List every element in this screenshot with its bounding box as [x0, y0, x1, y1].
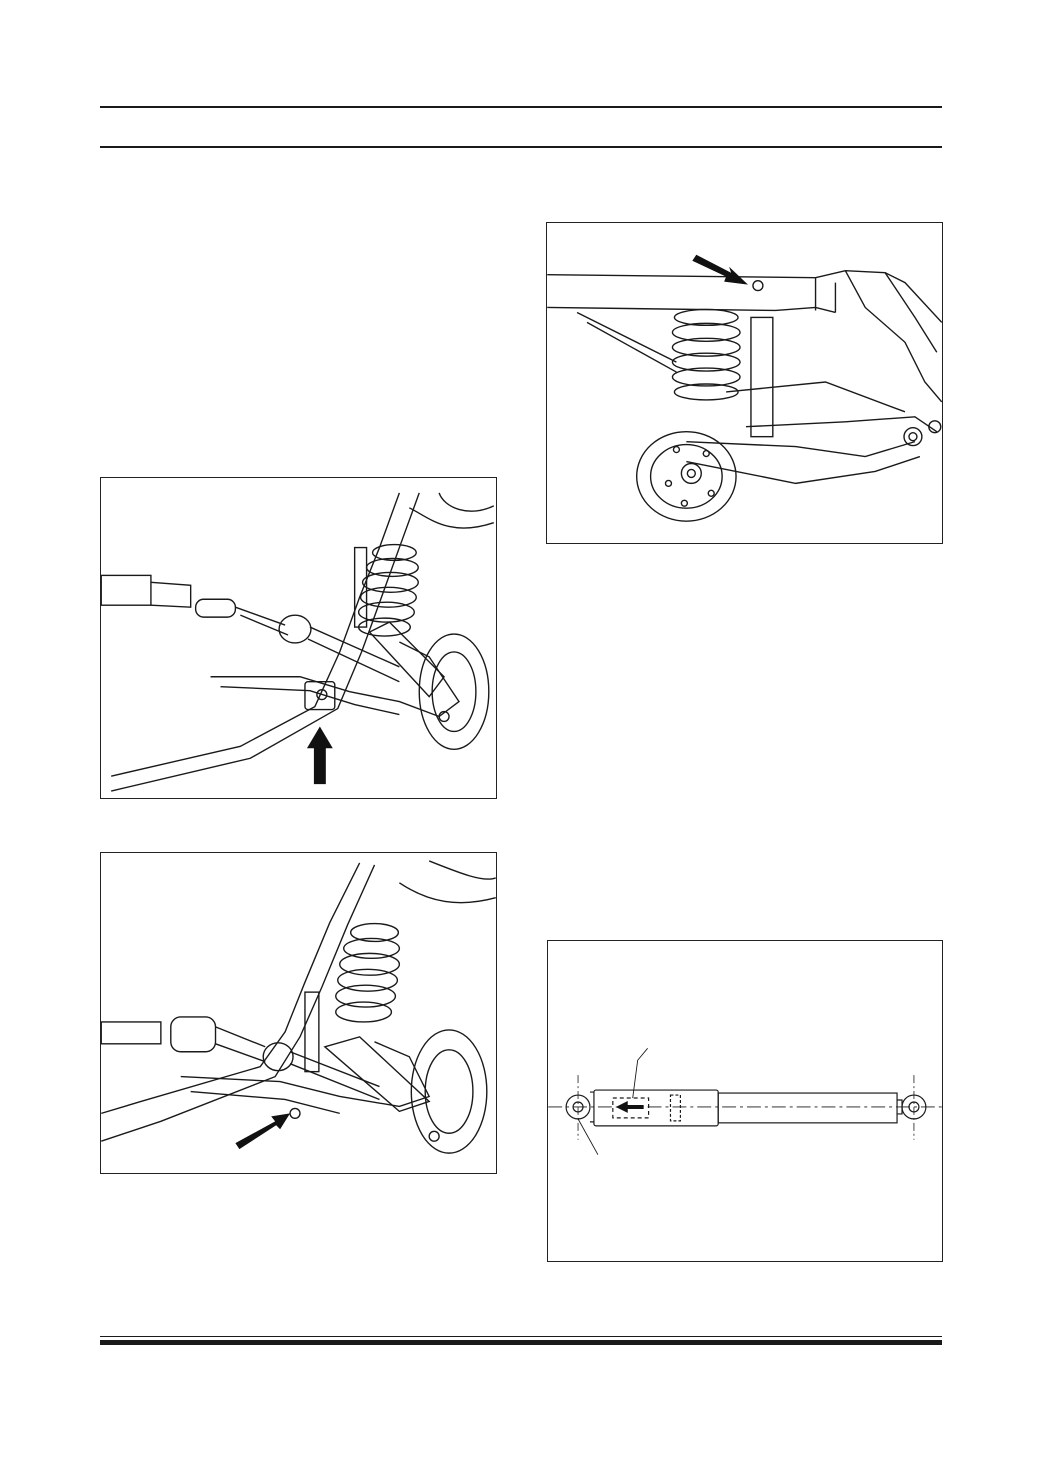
suspension-illustration-2	[101, 860, 496, 1154]
footer-rule-thick	[100, 1340, 942, 1345]
header-rule-top	[100, 106, 942, 108]
figure-frame-bolt-arrow	[546, 222, 943, 544]
figure-shock-absorber	[547, 940, 943, 1262]
arrow-left-icon	[615, 1101, 644, 1113]
suspension-illustration-3	[547, 270, 942, 522]
arrow-up-icon	[306, 726, 333, 785]
footer-rule-thin	[100, 1336, 942, 1337]
arrow-right-icon	[235, 1113, 291, 1150]
figure-lower-arm-up-arrow	[100, 477, 497, 799]
arrow-down-right-icon	[692, 254, 748, 285]
suspension-illustration-1	[101, 492, 495, 792]
figure-mount-bolt-right-arrow	[100, 852, 497, 1174]
shock-absorber-illustration	[548, 1048, 942, 1155]
header-rule-bottom	[100, 146, 942, 148]
